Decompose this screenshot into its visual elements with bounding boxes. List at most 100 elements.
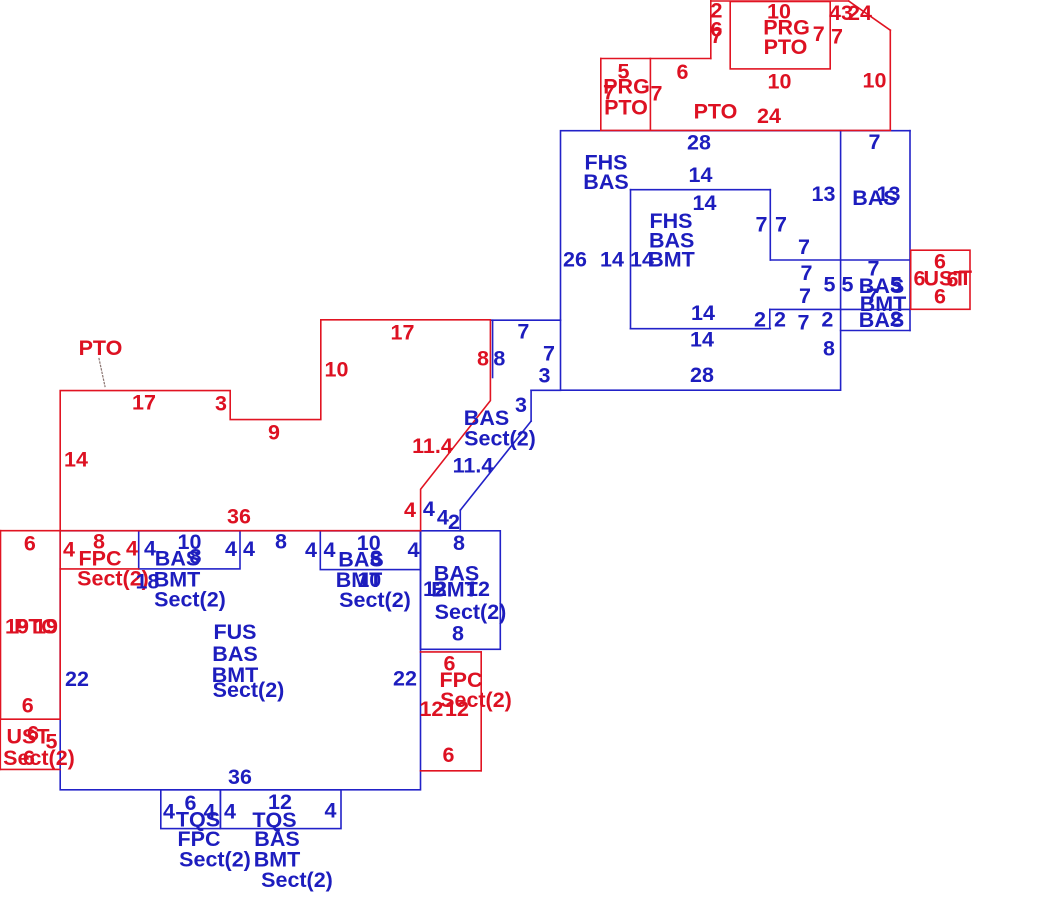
svg-text:8: 8 xyxy=(275,530,287,554)
svg-text:10: 10 xyxy=(325,358,349,382)
svg-text:14: 14 xyxy=(689,163,713,187)
svg-text:PTO: PTO xyxy=(604,96,648,120)
svg-text:8: 8 xyxy=(93,530,105,554)
svg-text:17: 17 xyxy=(132,391,156,415)
svg-text:UST: UST xyxy=(924,267,967,291)
svg-text:FPC: FPC xyxy=(440,668,483,692)
svg-text:Sect(2): Sect(2) xyxy=(440,688,512,712)
svg-text:14: 14 xyxy=(630,248,654,272)
svg-text:22: 22 xyxy=(393,667,417,691)
svg-text:5: 5 xyxy=(46,730,58,754)
svg-text:6: 6 xyxy=(677,60,689,84)
svg-text:FHS: FHS xyxy=(650,209,693,233)
svg-text:3: 3 xyxy=(539,364,551,388)
svg-text:4: 4 xyxy=(325,799,337,823)
svg-text:22: 22 xyxy=(65,667,89,691)
svg-text:BAS: BAS xyxy=(338,548,383,572)
svg-text:7: 7 xyxy=(798,235,810,259)
svg-text:BAS: BAS xyxy=(859,308,904,332)
svg-text:7: 7 xyxy=(543,342,555,366)
svg-text:14: 14 xyxy=(693,191,717,215)
svg-text:TQS: TQS xyxy=(176,808,220,832)
svg-text:4: 4 xyxy=(225,537,237,561)
svg-text:FHS: FHS xyxy=(585,151,628,175)
svg-text:14: 14 xyxy=(600,248,624,272)
svg-text:BAS: BAS xyxy=(254,827,299,851)
svg-text:6: 6 xyxy=(934,285,946,309)
svg-text:FUS: FUS xyxy=(214,620,257,644)
svg-text:4: 4 xyxy=(408,538,420,562)
svg-text:PTO: PTO xyxy=(79,336,123,360)
svg-text:5: 5 xyxy=(824,273,836,297)
svg-text:4: 4 xyxy=(224,800,236,824)
svg-text:2: 2 xyxy=(821,308,833,332)
svg-text:19: 19 xyxy=(34,615,58,639)
svg-text:BAS: BAS xyxy=(583,170,628,194)
svg-text:4: 4 xyxy=(404,498,416,522)
svg-text:19: 19 xyxy=(5,615,29,639)
svg-text:7: 7 xyxy=(756,213,768,237)
svg-text:14: 14 xyxy=(64,448,88,472)
svg-text:8: 8 xyxy=(477,347,489,371)
svg-text:14: 14 xyxy=(690,328,714,352)
svg-text:26: 26 xyxy=(563,248,587,272)
svg-text:6: 6 xyxy=(443,743,455,767)
svg-text:3: 3 xyxy=(515,393,527,417)
svg-text:PTO: PTO xyxy=(764,35,808,59)
svg-text:8: 8 xyxy=(452,622,464,646)
svg-text:12: 12 xyxy=(419,697,443,721)
svg-text:7: 7 xyxy=(868,257,880,281)
svg-text:FPC: FPC xyxy=(178,827,221,851)
svg-text:5: 5 xyxy=(890,273,902,297)
svg-text:17: 17 xyxy=(391,321,415,345)
svg-text:5: 5 xyxy=(618,60,630,84)
svg-text:4: 4 xyxy=(63,538,75,562)
svg-text:BMT: BMT xyxy=(860,292,907,316)
svg-text:Sect(2): Sect(2) xyxy=(154,588,226,612)
svg-text:PTO: PTO xyxy=(14,615,58,639)
svg-text:7: 7 xyxy=(799,284,811,308)
svg-text:BAS: BAS xyxy=(649,228,694,252)
svg-text:36: 36 xyxy=(228,765,252,789)
svg-text:Sect(2): Sect(2) xyxy=(77,567,149,591)
svg-text:8: 8 xyxy=(823,337,835,361)
svg-text:2: 2 xyxy=(711,0,723,23)
svg-text:2: 2 xyxy=(774,308,786,332)
svg-text:7: 7 xyxy=(866,284,878,308)
svg-text:14: 14 xyxy=(691,301,715,325)
svg-text:6: 6 xyxy=(185,791,197,815)
svg-text:BAS: BAS xyxy=(859,274,904,298)
svg-text:PRG: PRG xyxy=(763,16,810,40)
svg-text:6: 6 xyxy=(24,532,36,556)
svg-text:7: 7 xyxy=(651,82,663,106)
svg-text:4: 4 xyxy=(204,800,216,824)
svg-text:36: 36 xyxy=(227,505,251,529)
svg-text:18: 18 xyxy=(136,570,160,594)
svg-text:11.4: 11.4 xyxy=(412,434,453,458)
svg-text:6: 6 xyxy=(23,746,35,770)
svg-text:6: 6 xyxy=(711,18,723,42)
svg-text:Sect(2): Sect(2) xyxy=(213,678,285,702)
svg-text:PTO: PTO xyxy=(694,100,738,124)
svg-text:7: 7 xyxy=(711,24,723,48)
svg-text:6: 6 xyxy=(947,268,959,292)
svg-text:4: 4 xyxy=(437,506,449,530)
svg-text:8: 8 xyxy=(190,545,202,569)
svg-text:11.4: 11.4 xyxy=(453,454,494,478)
svg-text:BAS: BAS xyxy=(464,406,509,430)
svg-text:2: 2 xyxy=(890,307,902,331)
svg-text:9: 9 xyxy=(268,421,280,445)
svg-text:6: 6 xyxy=(22,694,34,718)
svg-text:7: 7 xyxy=(813,22,825,46)
svg-text:4: 4 xyxy=(163,800,175,824)
svg-text:2: 2 xyxy=(754,308,766,332)
svg-text:12: 12 xyxy=(423,577,447,601)
svg-text:PRG: PRG xyxy=(603,75,650,99)
svg-text:7: 7 xyxy=(603,81,615,105)
svg-text:5: 5 xyxy=(842,273,854,297)
svg-text:10: 10 xyxy=(357,568,381,592)
svg-text:7: 7 xyxy=(517,320,529,344)
svg-text:6: 6 xyxy=(27,722,39,746)
svg-text:7: 7 xyxy=(775,213,787,237)
svg-text:28: 28 xyxy=(690,363,714,387)
